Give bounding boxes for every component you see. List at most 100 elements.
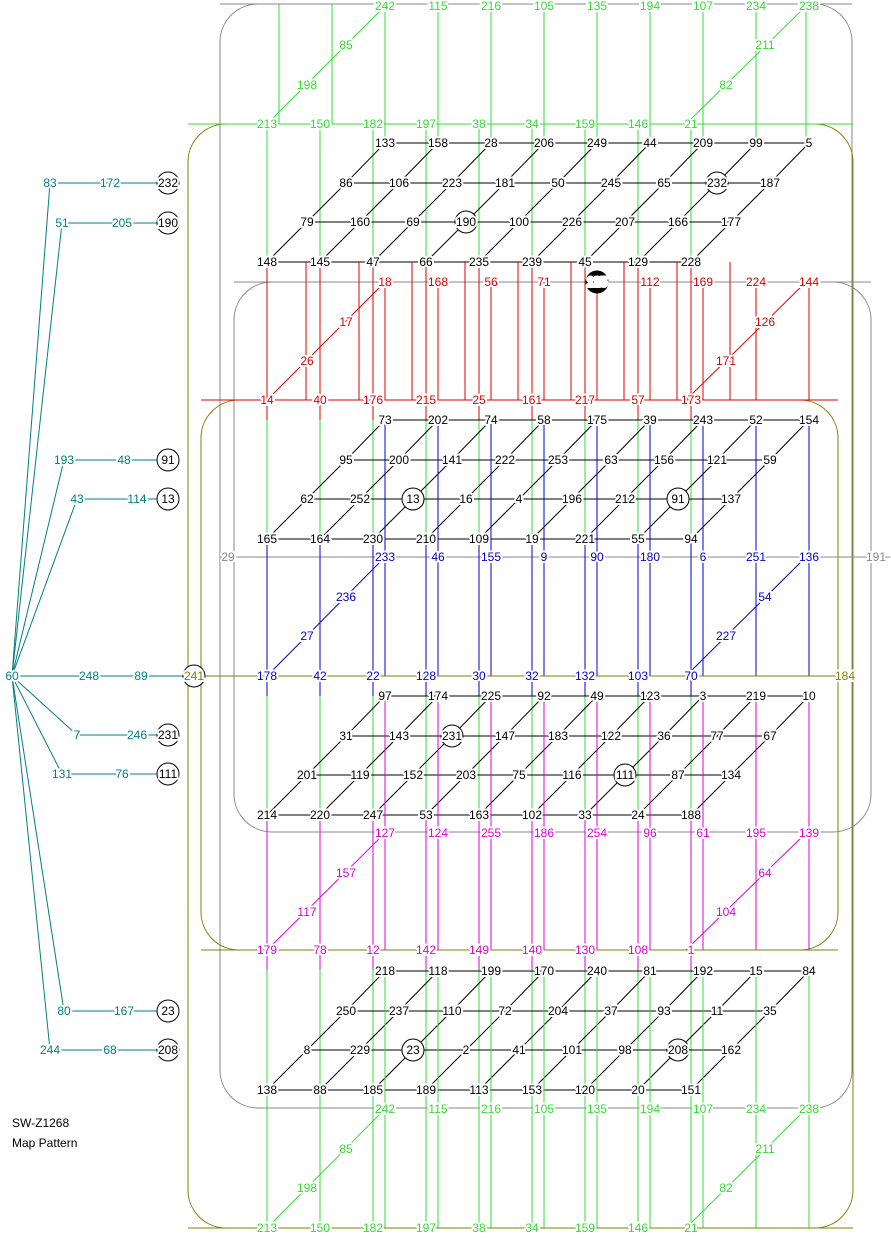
grid3-node: 225 bbox=[481, 689, 501, 703]
green-row-label: 159 bbox=[575, 117, 595, 131]
teal-row-end-node: 232 bbox=[158, 176, 178, 190]
grid1-node: 187 bbox=[760, 176, 780, 190]
grid1-node: 28 bbox=[484, 136, 498, 150]
green-bottom-label: 105 bbox=[534, 1102, 554, 1116]
blue-diag-label: 54 bbox=[758, 590, 772, 604]
grid1-node: 235 bbox=[469, 255, 489, 269]
grid4-node: 113 bbox=[469, 1083, 488, 1097]
grid4-diag bbox=[584, 1049, 626, 1091]
green-top-label: 135 bbox=[587, 0, 607, 13]
grid1-node: 100 bbox=[509, 215, 529, 229]
grid1-node: 245 bbox=[601, 176, 621, 190]
grid1-diag bbox=[359, 182, 400, 223]
green-bottom-label: 234 bbox=[746, 1102, 766, 1116]
green-bottom-row-label: 159 bbox=[575, 1221, 595, 1235]
teal-row-end-node: 111 bbox=[159, 767, 178, 781]
green-bottom-label: 216 bbox=[481, 1102, 501, 1116]
grid4-node: 229 bbox=[350, 1043, 370, 1057]
grid1-diag bbox=[584, 221, 626, 263]
grid2-node: 95 bbox=[339, 453, 353, 467]
green-row-label: 146 bbox=[628, 117, 648, 131]
grid4-node: 151 bbox=[681, 1083, 701, 1097]
grid1-diag bbox=[412, 182, 453, 223]
grid2-diag bbox=[624, 459, 665, 500]
red-top-label: 224 bbox=[746, 275, 766, 289]
grid4-diag bbox=[425, 1049, 467, 1091]
grid3-diag bbox=[266, 774, 308, 816]
grid1-node: 226 bbox=[562, 215, 582, 229]
grid2-node: 137 bbox=[721, 492, 741, 506]
grid4-node: 20 bbox=[631, 1083, 645, 1097]
teal-row-label-a: 193 bbox=[54, 453, 74, 467]
blue-diag-label: 227 bbox=[716, 629, 736, 643]
magenta-bottom-label: 12 bbox=[366, 943, 380, 957]
grid3-node: 102 bbox=[522, 808, 542, 822]
grid4-diag bbox=[465, 1010, 506, 1051]
green-top-label: 238 bbox=[799, 0, 819, 13]
green-bottom-label: 115 bbox=[428, 1102, 447, 1116]
grid4-node: 162 bbox=[721, 1043, 741, 1057]
grid4-node: 250 bbox=[336, 1004, 356, 1018]
grid1-node: 79 bbox=[300, 215, 314, 229]
grid2-diag bbox=[319, 498, 361, 540]
grid2-node: 91 bbox=[671, 492, 685, 506]
magenta-top-label: 61 bbox=[696, 826, 710, 840]
grid1-node: 106 bbox=[389, 176, 409, 190]
grid1-node: 47 bbox=[366, 255, 380, 269]
blue-diag-label: 236 bbox=[336, 590, 356, 604]
grid4-diag bbox=[518, 1010, 559, 1051]
red-diag-label: 171 bbox=[716, 354, 736, 368]
red-top-label: 144 bbox=[799, 275, 819, 289]
grid4-diag bbox=[398, 970, 439, 1012]
grid3-node: 97 bbox=[378, 689, 392, 703]
green-diag-label: 85 bbox=[339, 38, 353, 52]
grid4-node: 118 bbox=[428, 964, 447, 978]
blue-bottom-label: 22 bbox=[366, 669, 380, 683]
red-top-label: 18 bbox=[378, 275, 392, 289]
teal-hub-label: 60 bbox=[5, 669, 19, 683]
grid1-node: 206 bbox=[534, 136, 554, 150]
grid2-node: 222 bbox=[495, 453, 515, 467]
grid2-node: 58 bbox=[537, 413, 551, 427]
teal-row-label-b: 48 bbox=[117, 453, 131, 467]
teal-row-end-node-ring bbox=[156, 211, 180, 235]
red-bottom-label: 217 bbox=[575, 393, 595, 407]
green-row-label: 38 bbox=[472, 117, 486, 131]
grid1-node: 148 bbox=[257, 255, 277, 269]
grid1-diag bbox=[518, 182, 559, 223]
magenta-top-label: 186 bbox=[534, 826, 554, 840]
grid4-diag bbox=[359, 1010, 400, 1051]
grid3-diag bbox=[637, 774, 679, 816]
grid1-node: 181 bbox=[495, 176, 515, 190]
grid2-node: 200 bbox=[389, 453, 409, 467]
teal-row-label-a: 51 bbox=[55, 216, 69, 230]
teal-row-end-node-ring bbox=[156, 171, 180, 195]
grid2-node: 4 bbox=[516, 492, 523, 506]
grid3-node: 87 bbox=[671, 768, 685, 782]
grid4-node: 101 bbox=[562, 1043, 582, 1057]
grid2-diag bbox=[451, 419, 492, 461]
red-diag bbox=[685, 281, 807, 401]
green-row-label: 34 bbox=[525, 117, 539, 131]
green-diag bbox=[266, 1108, 386, 1229]
grid4-diag bbox=[624, 1010, 665, 1051]
green-row-label: 150 bbox=[310, 117, 330, 131]
magenta-top-label: 124 bbox=[428, 826, 448, 840]
gray-end-label: 29 bbox=[221, 550, 235, 564]
grid1-diag bbox=[610, 142, 651, 184]
blue-bottom-label: 42 bbox=[313, 669, 327, 683]
grid4-node-ring bbox=[401, 1038, 425, 1062]
grid2-diag bbox=[518, 459, 559, 500]
grid1-node: 166 bbox=[668, 215, 688, 229]
grid2-diag bbox=[478, 498, 520, 540]
red-bottom-label: 14 bbox=[260, 393, 274, 407]
teal-row-end-node-ring bbox=[156, 723, 180, 747]
teal-row-end-node-ring bbox=[156, 1038, 180, 1062]
grid2-diag bbox=[769, 419, 810, 461]
blue-diag bbox=[266, 556, 386, 677]
teal-fan-line bbox=[11, 182, 51, 677]
grid4-node: 110 bbox=[442, 1004, 461, 1018]
grid1-diag bbox=[306, 182, 347, 223]
grid2-node: 175 bbox=[587, 413, 607, 427]
grid3-node: 214 bbox=[257, 808, 277, 822]
